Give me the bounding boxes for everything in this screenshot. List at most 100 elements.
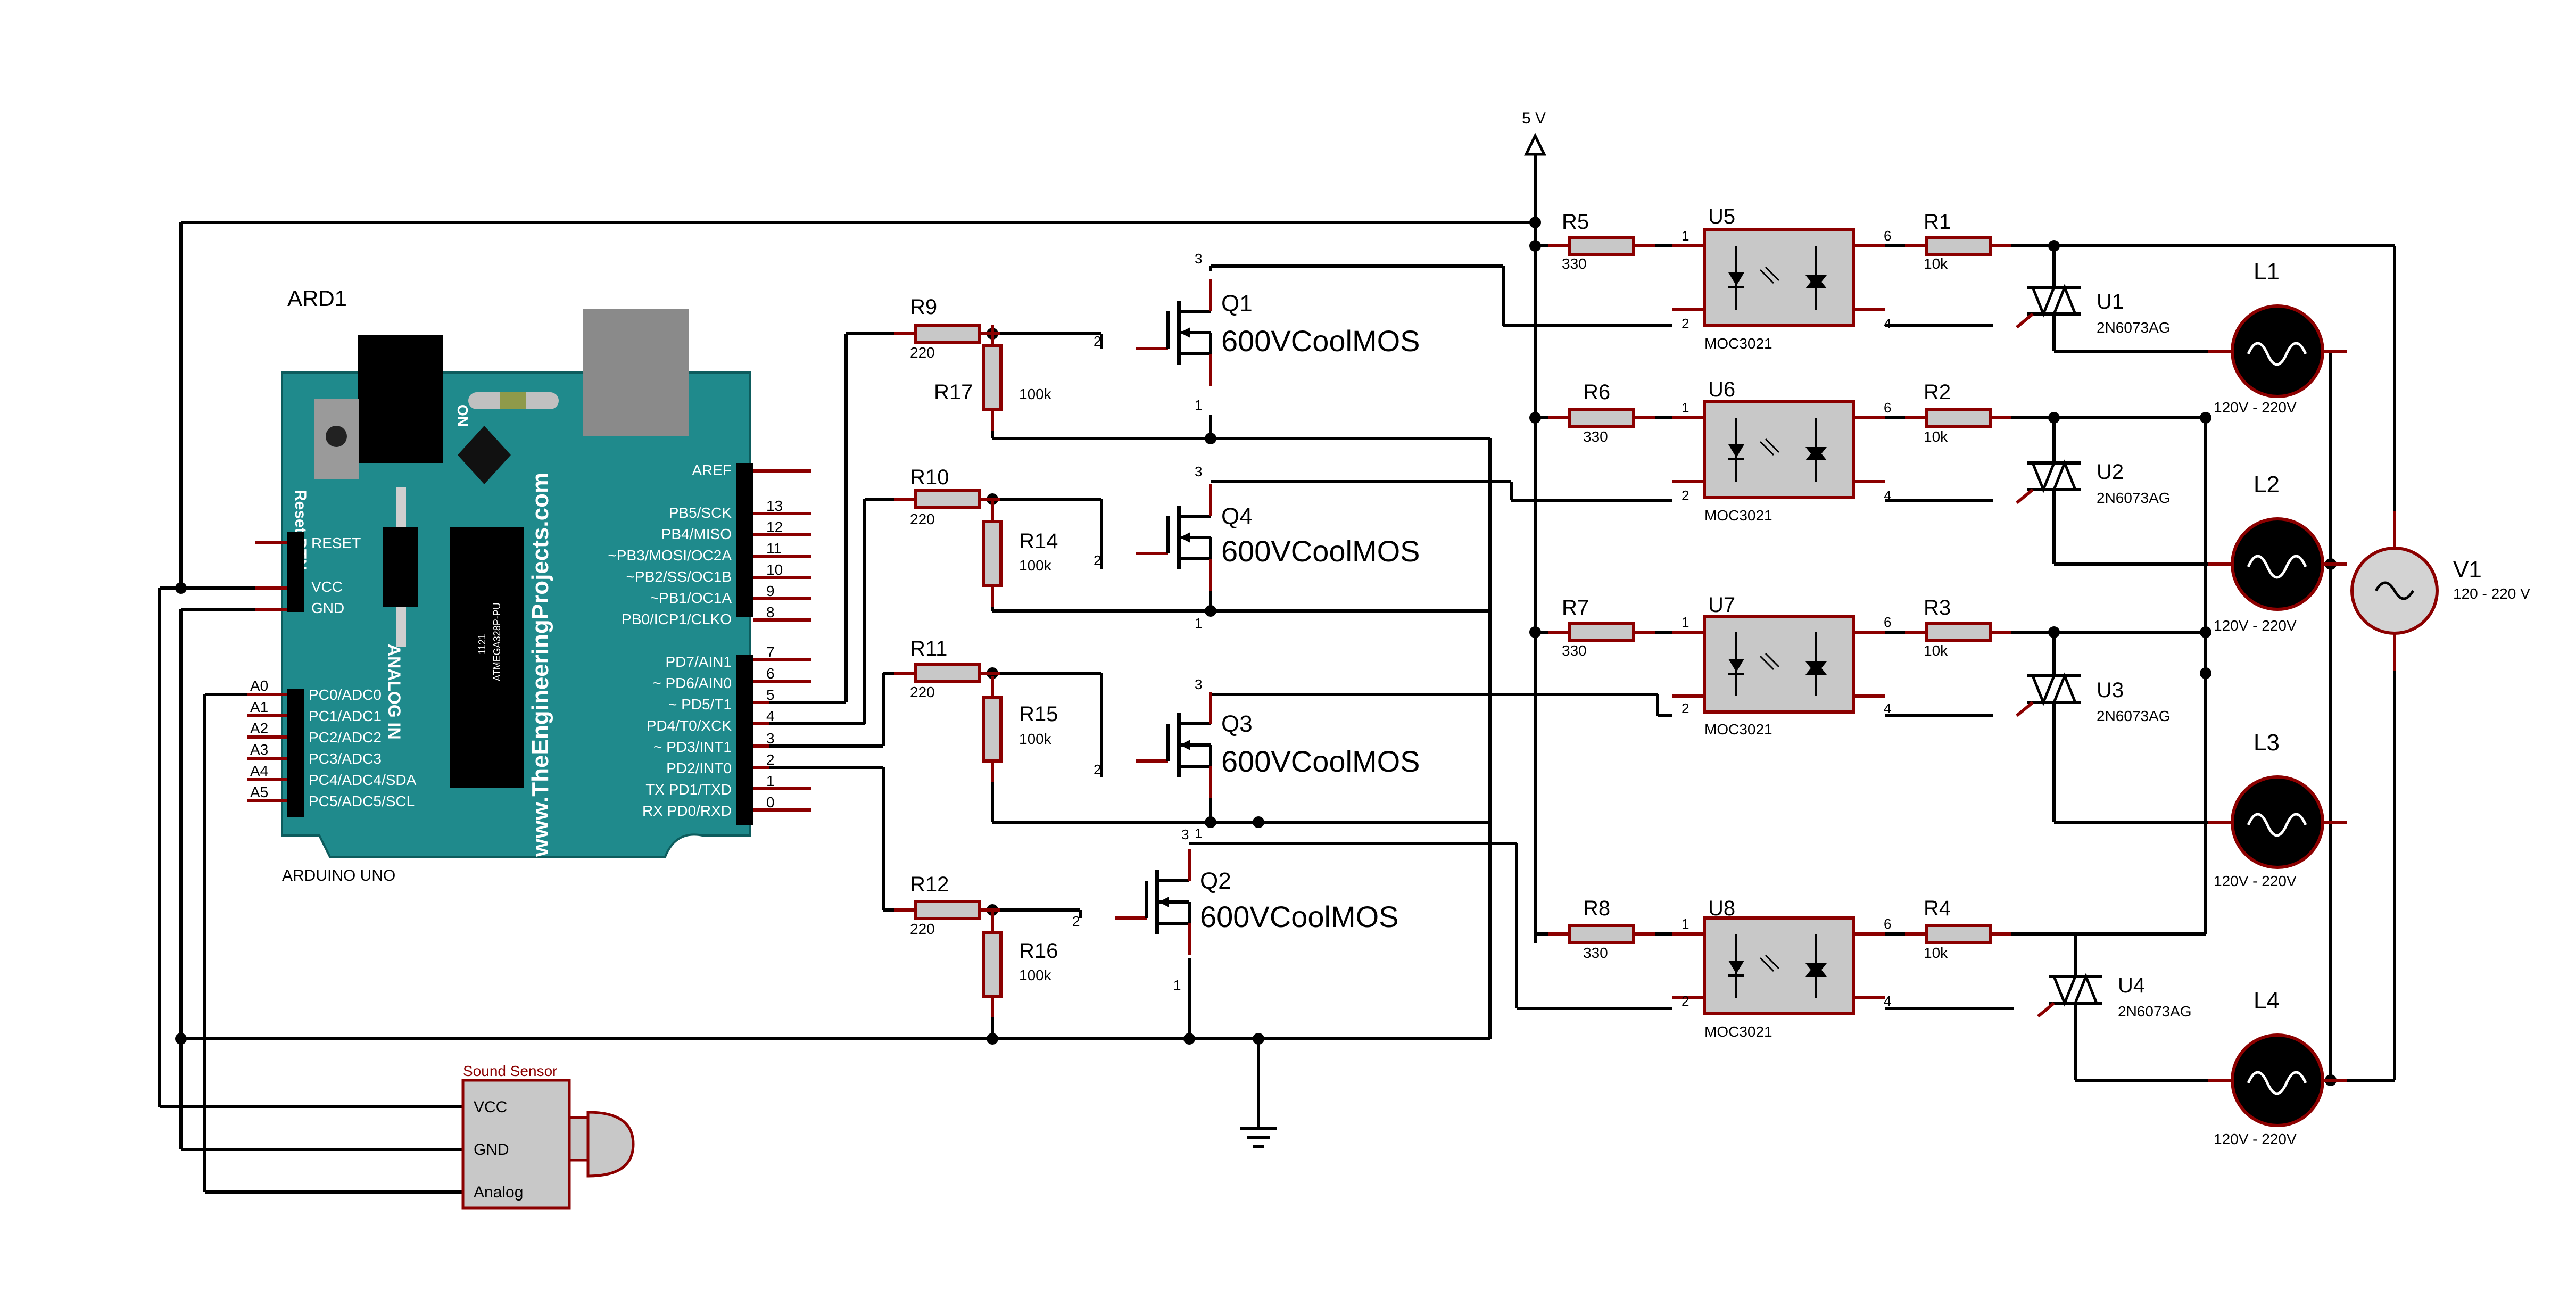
pin-number: 1 [1173,977,1181,993]
sensor-pin: GND [474,1141,509,1159]
mosfet-model: 600VCoolMOS [1200,900,1399,933]
on-label: ON [454,404,471,427]
triac-model: 2N6073AG [2097,708,2171,724]
arduino-ref: ARD1 [287,286,347,311]
resistor-value: 220 [910,921,935,937]
digital-pin-num: 12 [766,519,783,535]
triac-resistor: R3 10k [1905,596,2011,659]
analog-pin-func: PC4/ADC4/SDA [309,772,417,788]
triac-model: 2N6073AG [2118,1003,2192,1020]
resistor-ref: R12 [910,873,949,896]
triac-ref: U3 [2097,679,2124,702]
analog-pin-name: A4 [250,763,268,779]
analog-pin-name: A1 [250,699,268,715]
lamp-rating: 120V - 220V [2214,1131,2297,1147]
opto-ref: U5 [1708,205,1735,228]
resistor-ref: R3 [1924,596,1951,619]
digital-pin-func: ~ PD6/AIN0 [652,675,732,691]
lamp-rating: 120V - 220V [2214,617,2297,634]
digital-pin-func: PB4/MISO [661,526,732,542]
triac-resistor: R2 10k [1905,380,2011,445]
resistor-value: 100k [1019,967,1052,983]
resistor-value: 10k [1924,945,1948,961]
ground-icon [1240,1127,1277,1148]
resistor-ref: R15 [1019,702,1058,726]
mosfet-model: 600VCoolMOS [1221,324,1420,358]
digital-pin-func: PD7/AIN1 [666,653,732,670]
pin-number: 2 [1682,993,1689,1009]
lamp-ref: L4 [2254,988,2280,1014]
opto-ref: U8 [1708,897,1735,920]
digital-pin-num: 11 [766,540,782,557]
triac-resistor: R4 10k [1905,897,2011,961]
pin-number: 4 [1884,316,1891,332]
microphone-icon [586,1111,635,1178]
analog-pin-func: PC2/ADC2 [309,729,382,746]
atmega-chip-label: ATMEGA328P-PU [492,602,502,681]
pin-number: 1 [1195,397,1202,413]
resistor-value: 10k [1924,255,1948,272]
usb-port-icon [583,309,689,436]
opto-model: MOC3021 [1704,1023,1772,1040]
pin-number: 4 [1884,993,1891,1009]
resistor-value: 10k [1924,642,1948,659]
lamp: L4 120V - 220V [2208,988,2347,1147]
triac: U4 2N6073AG [2038,974,2192,1020]
resistor-value: 330 [1562,642,1587,659]
junction-dots [175,217,2337,1086]
resistor-ref: R11 [910,637,947,660]
pin-number: 2 [1682,700,1689,716]
digital-pin-func: AREF [692,462,732,478]
digital-pin-func: ~PB1/OC1A [650,590,732,606]
wiring [158,154,2396,1194]
digital-pin-func: RX PD0/RXD [642,802,732,819]
digital-pin-func: TX PD1/TXD [645,781,732,798]
analog-pin-func: PC3/ADC3 [309,750,382,767]
pin-number: 3 [1181,826,1189,842]
analog-pin-name: A2 [250,720,268,737]
analog-pin-func: PC0/ADC0 [309,686,382,703]
pin-number: 2 [1094,762,1101,777]
mosfet: 3 2 1 Q4 600VCoolMOS [1094,464,1420,631]
pin-number: 2 [1682,487,1689,503]
analog-pin-func: PC5/ADC5/SCL [309,793,415,809]
reset-button-icon[interactable] [326,426,347,447]
pin-number: 6 [1884,228,1891,244]
sensor-pin: VCC [474,1098,507,1116]
mosfet: 3 2 1 Q1 600VCoolMOS [1094,251,1420,413]
analog-pin-name: A0 [250,677,268,694]
digital-pin-func: ~ PD3/INT1 [653,739,732,755]
lamp-rating: 120V - 220V [2214,399,2297,416]
led-resistor: R5 330 [1548,210,1655,272]
digital-pin-num: 13 [766,498,783,514]
led-resistor: R6 330 [1548,380,1655,445]
pin-number: 1 [1195,615,1202,631]
digital-pin-num: 9 [766,583,775,599]
mosfet-model: 600VCoolMOS [1221,534,1420,568]
pin-number: 3 [1195,676,1202,692]
pulldown-resistor: R17 100k [934,325,1052,431]
resistor-ref: R5 [1562,210,1589,234]
gate-resistor: R11 220 [894,637,1000,700]
triac-model: 2N6073AG [2097,319,2171,336]
triac-ref: U4 [2118,974,2145,997]
digital-pin-func: PB0/ICP1/CLKO [622,611,732,627]
digital-pin-num: 2 [766,751,775,768]
resistor-ref: R6 [1583,380,1610,404]
lamp: L3 120V - 220V [2208,730,2347,889]
resistor-ref: R9 [910,295,937,319]
sound-sensor: Sound Sensor VCC GND Analog [461,1063,635,1210]
pulldown-resistor: R15 100k [984,676,1058,782]
resistor-ref: R17 [934,380,973,404]
digital-pin-num: 10 [766,561,783,578]
mosfet-ref: Q1 [1221,291,1253,317]
optocoupler: U8 MOC3021 1 2 6 4 [1672,897,1891,1040]
sine-wave-icon [2374,581,2415,600]
led-resistor: R8 330 [1548,897,1655,961]
pin-number: 4 [1884,487,1891,503]
resistor-ref: R1 [1924,210,1951,234]
digital-pin-num: 0 [766,794,775,810]
pin-number: 6 [1884,614,1891,630]
digital-pin-num: 5 [766,686,775,703]
